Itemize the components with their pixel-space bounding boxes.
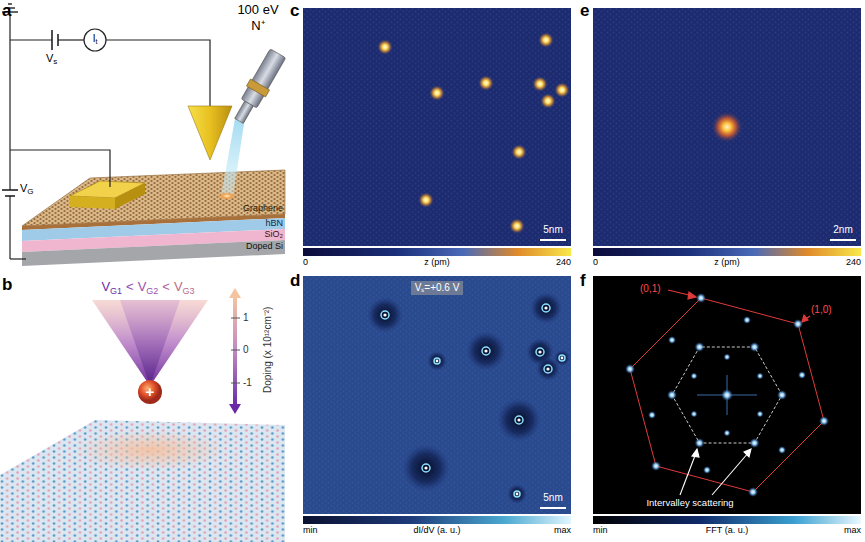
colorbar-title: dI/dV (a. u.) <box>413 525 460 535</box>
bias-label: Vs <box>46 52 57 66</box>
colorbar-max: max <box>844 525 861 535</box>
panel-letter: a <box>2 1 11 21</box>
dopant-halos <box>367 292 570 504</box>
dopant-rings <box>381 304 565 497</box>
gate-voltage-order: VG1<VG2<VG3 <box>101 280 194 296</box>
doping-axis <box>229 288 241 414</box>
gate-cone-inner <box>120 300 180 386</box>
colorbar-min: 0 <box>593 257 598 267</box>
dopant-spots <box>377 32 570 234</box>
battery-symbol <box>2 30 58 196</box>
miller-index: (0,1) <box>640 283 661 295</box>
voltage-symbol: V <box>20 182 27 195</box>
comparator: < <box>126 280 134 295</box>
doping-glow <box>75 430 225 470</box>
stm-image <box>303 8 571 246</box>
colorbar <box>303 248 571 256</box>
lattice <box>303 276 571 514</box>
miller-index: (1,0) <box>811 304 832 316</box>
annotation: Intervalley scattering <box>646 498 733 509</box>
colorbar-max: 240 <box>846 257 861 267</box>
colorbar <box>593 516 861 524</box>
colorbar-title: FFT (a. u.) <box>706 525 748 535</box>
ion-species: N⁺ <box>251 19 264 34</box>
scale-label: 5nm <box>543 224 562 236</box>
voltage-symbol: V <box>101 280 110 295</box>
impact-glow <box>218 192 236 200</box>
axis-tick: 0 <box>243 344 249 356</box>
voltage-symbol: V <box>46 52 53 65</box>
si-layer <box>22 240 285 266</box>
scale-label: 5nm <box>543 492 562 504</box>
scale-label: 2nm <box>833 224 852 236</box>
bragg-hexagon <box>630 298 824 492</box>
layer-name: SiO₂ <box>265 229 284 239</box>
voltage-symbol: V <box>138 280 147 295</box>
ion-beam <box>221 119 244 196</box>
circuit-wires <box>10 14 210 259</box>
didv-map <box>303 276 571 514</box>
voltage-symbol: V <box>174 280 183 295</box>
colorbar-min: 0 <box>303 257 308 267</box>
gold-electrode <box>70 181 145 209</box>
lattice <box>593 8 861 246</box>
subscript: s <box>53 57 57 66</box>
axis-tick: 1 <box>243 312 249 324</box>
graphene-sheet <box>0 420 285 542</box>
dopant-spot <box>711 111 743 143</box>
beam-energy: 100 eV <box>237 3 278 18</box>
colorbar-max: 240 <box>556 257 571 267</box>
device-stack <box>22 170 285 266</box>
layer-name: Graphene <box>243 203 283 213</box>
peak-pointers <box>668 290 810 322</box>
colorbar-min: min <box>303 525 318 535</box>
subscript: t <box>95 38 97 46</box>
intervalley-hexagon <box>672 347 782 443</box>
panel-letter: f <box>580 271 586 291</box>
current-symbol: I <box>93 33 96 45</box>
charge-sign: + <box>146 383 155 400</box>
subscript: G3 <box>183 286 195 296</box>
colorbar-min: min <box>593 525 608 535</box>
layer-name: Doped Si <box>246 241 283 251</box>
axis-title: Doping (x 10¹²cm⁻²) <box>262 307 274 393</box>
scale-bar <box>540 239 566 241</box>
panel-letter: c <box>290 1 299 21</box>
gate-label: VG <box>20 182 34 196</box>
lattice <box>303 8 571 246</box>
axis-tick: -1 <box>243 377 252 389</box>
panel-letter: d <box>290 271 300 291</box>
dopant-cores <box>383 306 563 495</box>
scale-bar <box>830 239 856 241</box>
subscript: G2 <box>146 286 158 296</box>
current-label: It <box>93 33 98 46</box>
intervalley-pointers <box>680 449 751 495</box>
subscript: G1 <box>110 286 122 296</box>
layer-name: hBN <box>265 218 283 228</box>
stm-image <box>593 8 861 246</box>
colorbar-title: z (pm) <box>714 257 740 267</box>
subscript: G <box>27 187 33 196</box>
scale-bar <box>540 507 566 509</box>
fft-peaks <box>625 293 829 497</box>
fft-center <box>721 389 733 401</box>
gate-cone <box>92 300 208 386</box>
colorbar <box>303 516 571 524</box>
ion-gun <box>229 48 287 127</box>
stm-tip <box>188 106 232 160</box>
charge-sphere <box>138 380 162 404</box>
colorbar-max: max <box>554 525 571 535</box>
comparator: < <box>162 280 170 295</box>
panel-letter: e <box>580 1 589 21</box>
bias-annotation: Vₛ=+0.6 V <box>411 281 464 295</box>
panel-letter: b <box>2 275 12 295</box>
colorbar-title: z (pm) <box>424 257 450 267</box>
fft-image <box>593 276 861 514</box>
fft-center-streaks <box>697 375 757 415</box>
colorbar <box>593 248 861 256</box>
